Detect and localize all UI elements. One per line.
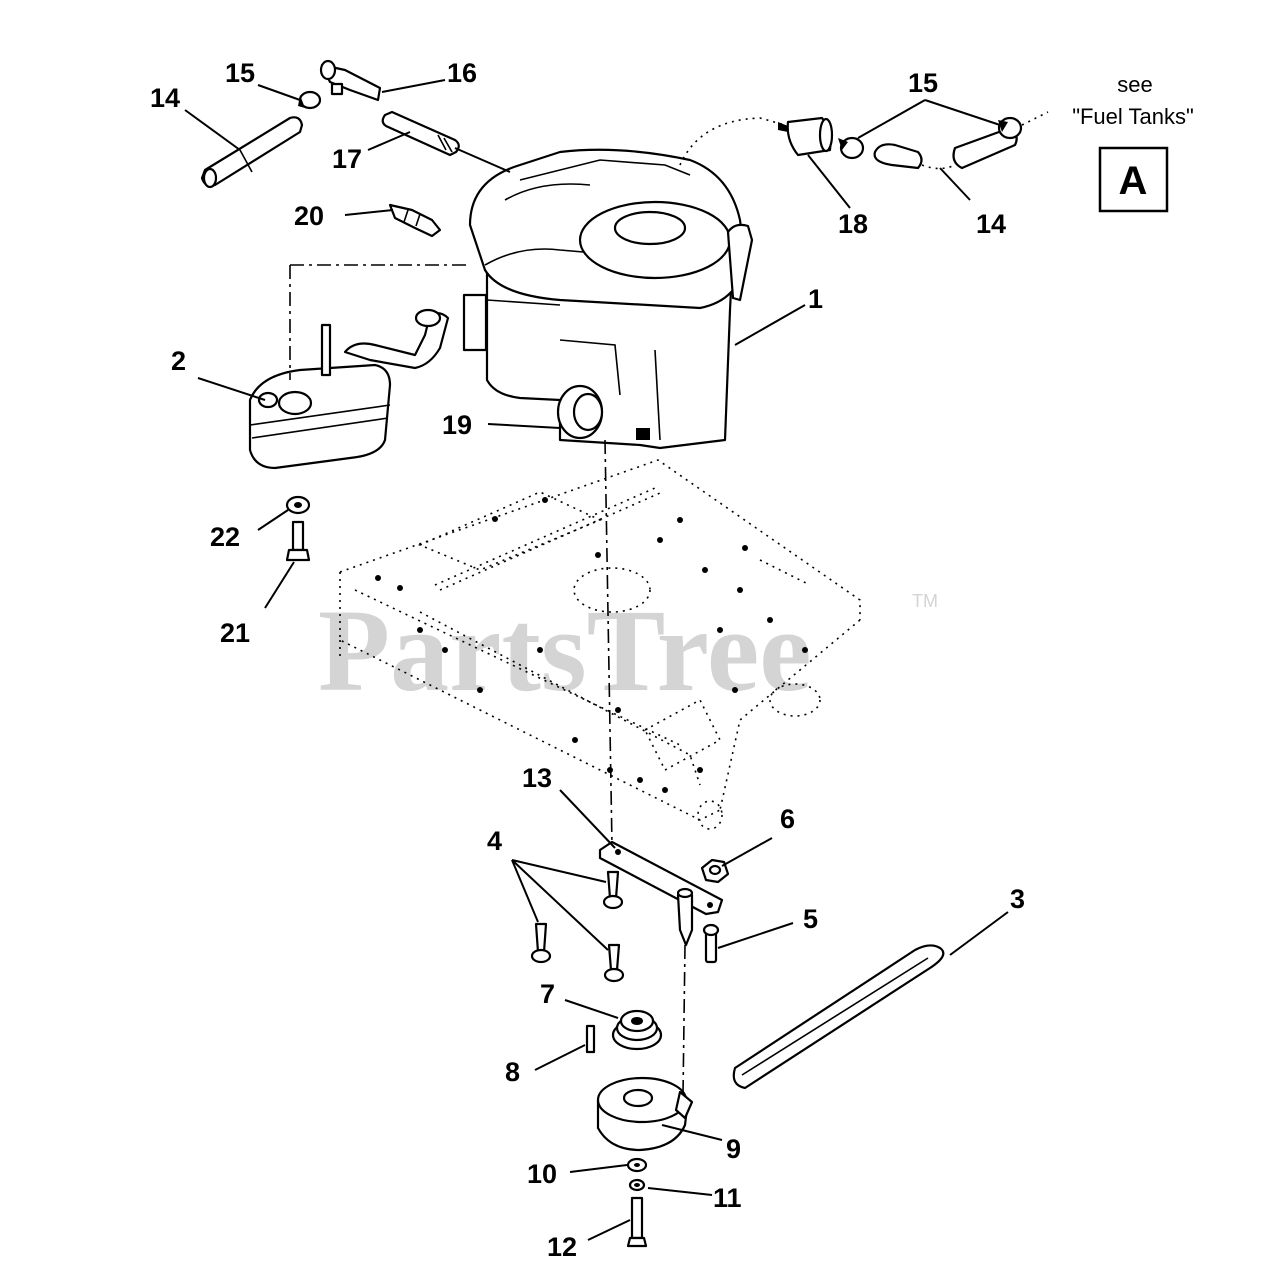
screw-part-4-b (530, 922, 552, 964)
callout-15-left: 15 (225, 58, 255, 88)
callout-15-right: 15 (908, 68, 938, 98)
callout-22: 22 (210, 522, 240, 552)
screw-part-4-a (602, 870, 624, 910)
engine-part-1 (462, 148, 754, 450)
washer-part-22 (285, 495, 311, 515)
callout-13: 13 (522, 763, 552, 793)
hose-clamp-part-15-right-a (838, 136, 865, 160)
pulley-part-7 (611, 1009, 663, 1051)
spark-plug-part-20 (388, 203, 442, 238)
washer-part-11 (628, 1178, 646, 1192)
callout-9: 9 (726, 1134, 741, 1164)
callout-19: 19 (442, 410, 472, 440)
callout-12: 12 (547, 1232, 577, 1262)
bolt-part-12 (626, 1196, 648, 1248)
callout-4: 4 (487, 826, 502, 856)
key-part-8 (585, 1024, 596, 1054)
see-note-line1: see (1117, 72, 1152, 97)
nut-part-6 (700, 858, 730, 884)
callout-6: 6 (780, 804, 795, 834)
callout-1: 1 (808, 284, 823, 314)
callout-7: 7 (540, 979, 555, 1009)
callout-11: 11 (713, 1183, 742, 1213)
reference-box (1098, 146, 1169, 213)
callout-10: 10 (527, 1159, 557, 1189)
fuel-hose-part-14-right (873, 143, 923, 170)
callout-18: 18 (838, 209, 868, 239)
watermark-partstree: PartsTree (318, 585, 812, 716)
callout-20: 20 (294, 201, 324, 231)
callout-5: 5 (803, 904, 818, 934)
callout-8: 8 (505, 1057, 520, 1087)
see-note-line2: "Fuel Tanks" (1072, 104, 1194, 129)
mower-frame-deck (339, 459, 861, 830)
fuel-fitting-part-16 (319, 59, 382, 102)
hose-clamp-part-15-left (298, 90, 322, 110)
callout-14-left: 14 (150, 83, 180, 113)
bolt-part-21 (285, 520, 311, 562)
bracket-part-13 (598, 840, 724, 947)
hose-clamp-part-15-right-b (997, 116, 1023, 140)
clutch-pulley-part-9 (596, 1076, 694, 1152)
drive-belt-part-3 (732, 944, 945, 1090)
screw-part-4-c (603, 943, 625, 983)
callout-16: 16 (447, 58, 477, 88)
fuel-hose-part-14-left (200, 116, 304, 189)
callout-17: 17 (332, 144, 362, 174)
reference-letter: A (1119, 159, 1148, 203)
fuel-hose-part-17 (381, 110, 460, 157)
washer-part-10 (626, 1157, 648, 1173)
callout-14-right: 14 (976, 209, 1006, 239)
callout-2: 2 (171, 346, 186, 376)
callout-21: 21 (220, 618, 250, 648)
watermark-trademark: TM (912, 591, 938, 611)
callout-3: 3 (1010, 884, 1025, 914)
fuel-filter-part-18 (778, 116, 834, 157)
muffler-part-2 (248, 308, 450, 470)
bolt-part-5 (702, 923, 720, 964)
